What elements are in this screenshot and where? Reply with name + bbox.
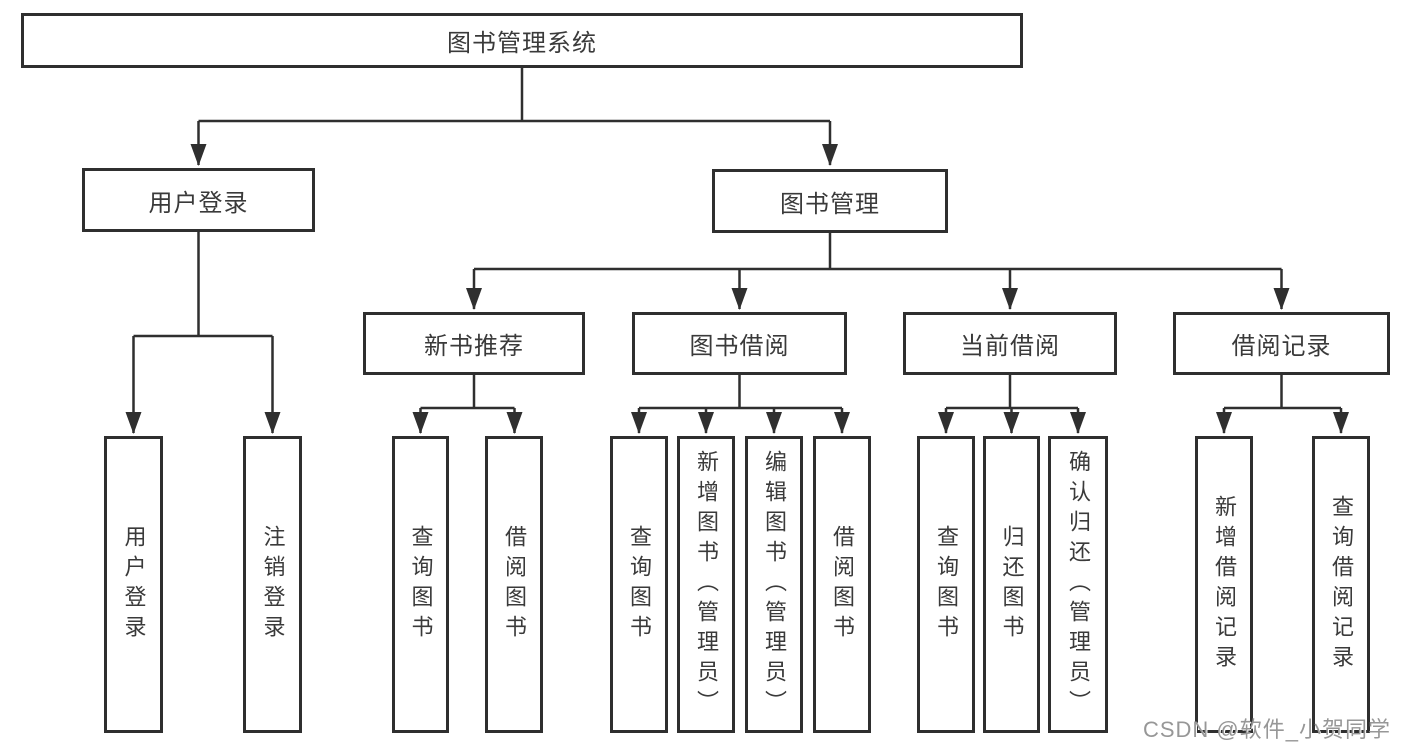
leaf-logout: 注销登录 — [243, 436, 302, 733]
leaf-current-return-books: 归还图书 — [983, 436, 1040, 733]
node-label: 用户登录 — [121, 524, 147, 645]
node-current-borrowing: 当前借阅 — [903, 312, 1117, 375]
leaf-newbook-query-books: 查询图书 — [392, 436, 449, 733]
node-label: 借阅图书 — [830, 524, 855, 645]
node-label: 借阅图书 — [502, 524, 527, 645]
leaf-current-confirm-return-admin: 确认归还（管理员） — [1048, 436, 1108, 733]
node-label: 当前借阅 — [960, 333, 1060, 360]
leaf-borrow-edit-books-admin: 编辑图书（管理员） — [745, 436, 803, 733]
node-label: 新增图书（管理员） — [694, 449, 719, 720]
node-label: 归还图书 — [999, 524, 1025, 645]
node-library-management-system: 图书管理系统 — [21, 13, 1023, 68]
leaf-records-query-borrow-record: 查询借阅记录 — [1312, 436, 1370, 733]
leaf-borrow-borrow-books: 借阅图书 — [813, 436, 871, 733]
leaf-newbook-borrow-books: 借阅图书 — [485, 436, 543, 733]
leaf-user-login: 用户登录 — [104, 436, 163, 733]
node-label: 查询借阅记录 — [1329, 494, 1354, 675]
node-new-book-recommendation: 新书推荐 — [363, 312, 585, 375]
node-label: 用户登录 — [148, 189, 249, 217]
node-label: 新增借阅记录 — [1212, 494, 1237, 675]
leaf-records-add-borrow-record: 新增借阅记录 — [1195, 436, 1253, 733]
node-label: 查询图书 — [408, 524, 434, 645]
node-label: 编辑图书（管理员） — [762, 449, 787, 720]
csdn-watermark: CSDN @软件_小贺同学 — [1142, 717, 1391, 742]
node-label: 新书推荐 — [424, 333, 524, 360]
leaf-borrow-add-books-admin: 新增图书（管理员） — [677, 436, 735, 733]
node-label: 图书借阅 — [689, 333, 790, 360]
leaf-borrow-query-books: 查询图书 — [610, 436, 668, 733]
node-label: 查询图书 — [934, 524, 959, 645]
node-book-borrowing: 图书借阅 — [632, 312, 847, 375]
node-borrowing-records: 借阅记录 — [1173, 312, 1390, 375]
node-user-login: 用户登录 — [82, 168, 315, 232]
node-label: 查询图书 — [627, 524, 652, 645]
node-book-management: 图书管理 — [712, 169, 948, 233]
node-label: 注销登录 — [260, 524, 286, 645]
leaf-current-query-books: 查询图书 — [917, 436, 975, 733]
node-label: 借阅记录 — [1231, 333, 1332, 360]
node-label: 确认归还（管理员） — [1066, 449, 1091, 720]
node-label: 图书管理系统 — [447, 30, 597, 57]
node-label: 图书管理 — [780, 190, 880, 218]
